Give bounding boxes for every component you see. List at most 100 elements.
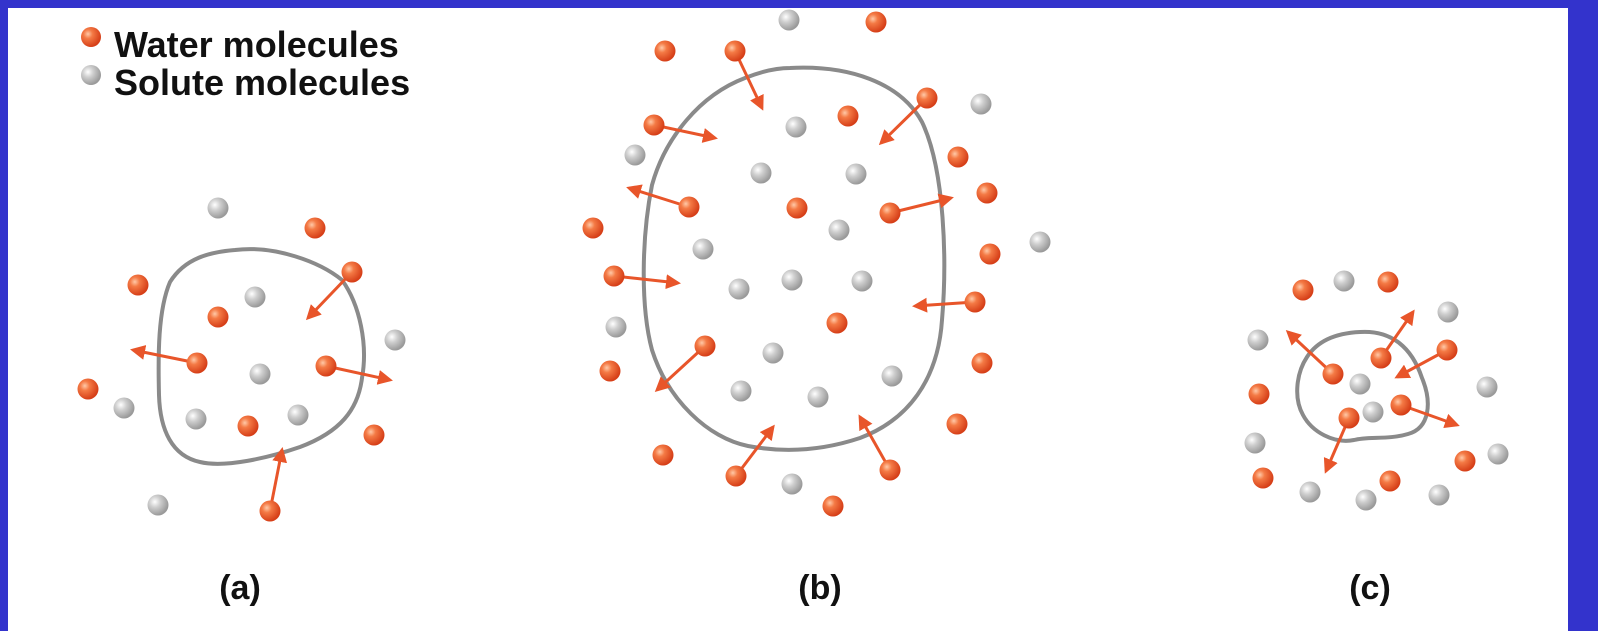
water-molecule [725,465,747,487]
water-molecule [1252,467,1274,489]
water-molecule [1379,470,1401,492]
water-molecule [694,335,716,357]
water-molecule [599,360,621,382]
solute-molecule [1247,329,1269,351]
solute-molecule [185,408,207,430]
water-molecule-icon [81,27,101,47]
water-molecule [186,352,208,374]
water-molecule [1370,347,1392,369]
solute-molecule [970,93,992,115]
panel-label-a: (a) [219,569,261,607]
water-molecule [654,40,676,62]
solute-molecule [249,363,271,385]
solute-molecule [828,219,850,241]
solute-molecule [1299,481,1321,503]
movement-arrow-icon [654,344,707,393]
water-molecule [916,87,938,109]
movement-arrow-icon [613,274,681,290]
solute-molecule [785,116,807,138]
solute-molecule [750,162,772,184]
solute-molecule [1349,373,1371,395]
water-molecule [971,352,993,374]
water-molecule [1248,383,1270,405]
water-molecule [315,355,337,377]
water-molecule [786,197,808,219]
solute-molecule [113,397,135,419]
movement-arrow-icon [305,270,354,321]
water-molecule [879,459,901,481]
solute-molecule [1476,376,1498,398]
solute-molecule [881,365,903,387]
water-molecule [1338,407,1360,429]
solute-molecule [1029,231,1051,253]
cell-membrane-c [1295,329,1430,443]
movement-arrow-icon [733,50,764,111]
water-molecule [363,424,385,446]
solute-molecule [207,197,229,219]
movement-arrow-icon [325,364,393,385]
solute-molecule [1355,489,1377,511]
solute-molecule [244,286,266,308]
movement-arrow-icon [878,96,929,146]
water-molecule [603,265,625,287]
water-molecule [837,105,859,127]
water-molecule [964,291,986,313]
water-molecule [582,217,604,239]
water-molecule [77,378,99,400]
solute-molecule [728,278,750,300]
solute-molecule [1437,301,1459,323]
osmosis-diagram [77,9,1509,522]
water-molecule [259,500,281,522]
water-molecule [643,114,665,136]
solute-molecule [781,269,803,291]
legend-label-solute: Solute molecules [114,62,411,103]
water-molecule [207,306,229,328]
panel-label-c: (c) [1349,569,1391,607]
legend-label-water: Water molecules [114,24,399,65]
water-molecule [678,196,700,218]
water-molecule [976,182,998,204]
water-molecule [652,444,674,466]
water-molecule [1322,363,1344,385]
solute-molecule [845,163,867,185]
water-molecule [946,413,968,435]
cell-membrane-a [156,247,366,466]
water-molecule [304,217,326,239]
solute-molecule [287,404,309,426]
water-molecule [724,40,746,62]
water-molecule [1377,271,1399,293]
water-molecule [237,415,259,437]
cell-membrane-b [641,65,947,452]
water-molecule [822,495,844,517]
water-molecule [879,202,901,224]
solute-molecule [1362,401,1384,423]
solute-molecule [384,329,406,351]
water-molecule [1292,279,1314,301]
solute-molecule [624,144,646,166]
water-molecule [341,261,363,283]
solute-molecule [762,342,784,364]
water-molecule [979,243,1001,265]
water-molecule [865,11,887,33]
water-molecule [947,146,969,168]
figure-canvas: Water molecules Solute molecules (a) (b)… [8,8,1568,631]
water-molecule [826,312,848,334]
solute-molecule [778,9,800,31]
solute-molecule [781,473,803,495]
solute-molecule [1487,443,1509,465]
solute-molecule [1244,432,1266,454]
solute-molecule [851,270,873,292]
water-molecule [1436,339,1458,361]
water-molecule [127,274,149,296]
solute-molecule [605,316,627,338]
solute-molecule [1428,484,1450,506]
panel-label-b: (b) [798,569,842,607]
solute-molecule-icon [81,65,101,85]
movement-arrow-icon [130,345,198,365]
solute-molecule [692,238,714,260]
water-molecule [1390,394,1412,416]
solute-molecule [1333,270,1355,292]
solute-molecule [147,494,169,516]
solute-molecule [807,386,829,408]
